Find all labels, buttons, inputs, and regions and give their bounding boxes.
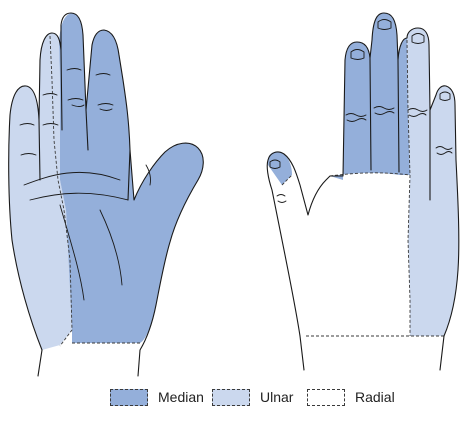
palmar-wrist-left xyxy=(38,350,42,376)
legend-item-median: Median xyxy=(110,386,204,408)
legend-label-median: Median xyxy=(158,389,204,405)
palmar-median-zone xyxy=(59,13,203,343)
median-swatch xyxy=(110,389,148,406)
dorsal-wrist-left xyxy=(300,336,304,370)
legend-label-ulnar: Ulnar xyxy=(260,389,293,405)
palmar-hand xyxy=(9,13,204,376)
ulnar-swatch xyxy=(212,389,250,406)
legend-item-ulnar: Ulnar xyxy=(212,386,293,408)
dorsal-hand xyxy=(267,13,459,370)
radial-swatch xyxy=(307,389,345,406)
legend-label-radial: Radial xyxy=(355,389,395,405)
dorsal-median-thumb-zone xyxy=(268,152,292,185)
dorsal-ulnar-zone xyxy=(407,28,459,336)
legend-item-radial: Radial xyxy=(307,386,395,408)
legend: Median Ulnar Radial xyxy=(0,386,466,416)
